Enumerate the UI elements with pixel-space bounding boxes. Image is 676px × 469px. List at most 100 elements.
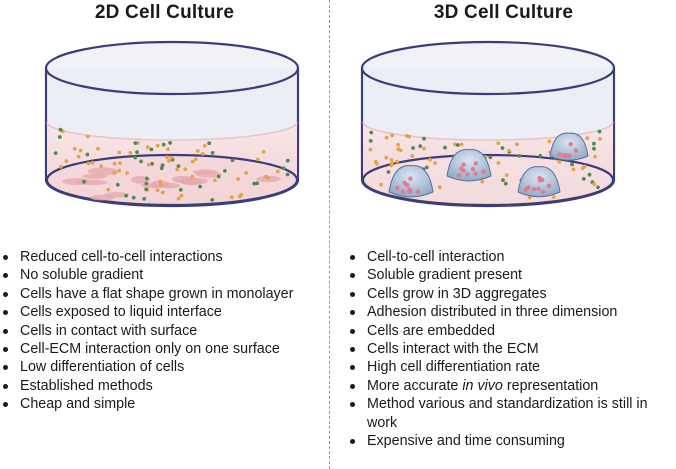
list-item: Cells interact with the ECM — [349, 340, 676, 358]
molecule-dot — [76, 154, 81, 159]
list-item: Cheap and simple — [2, 395, 332, 413]
molecule-dot — [198, 184, 203, 189]
molecule-dot — [276, 169, 280, 174]
molecule-dot — [78, 148, 83, 153]
list-item: Cell-to-cell interaction — [349, 248, 676, 266]
molecule-dot — [169, 155, 174, 160]
spheroid — [446, 149, 492, 182]
molecule-dot — [175, 167, 180, 172]
molecule-dot — [266, 176, 270, 180]
molecule-dot — [99, 164, 104, 169]
molecule-dot — [424, 165, 429, 170]
molecule-dot — [496, 141, 501, 146]
list-item: Cells exposed to liquid interface — [2, 303, 332, 321]
molecule-dot — [155, 143, 160, 148]
molecule-dot — [144, 181, 149, 186]
molecule-dot — [135, 150, 139, 154]
molecule-dot — [433, 161, 437, 166]
molecule-dot — [210, 198, 215, 202]
spheroid — [517, 166, 561, 198]
molecule-dot — [86, 161, 91, 166]
molecule-dot — [190, 159, 195, 164]
list-item: Cells in contact with surface — [2, 322, 332, 340]
molecule-dot — [500, 146, 505, 150]
molecule-dot — [82, 179, 86, 184]
molecule-dot — [244, 171, 249, 175]
molecule-dot — [389, 158, 394, 162]
molecule-dot — [411, 146, 415, 150]
molecule-dot — [256, 157, 260, 162]
molecule-dot — [230, 195, 234, 200]
molecule-dot — [213, 178, 217, 183]
molecule-dot — [150, 161, 154, 166]
molecule-dot — [178, 187, 183, 192]
molecule-dot — [90, 160, 95, 165]
list-item: No soluble gradient — [2, 266, 332, 284]
molecule-dot — [96, 146, 100, 151]
molecule-dot — [115, 182, 120, 187]
list-item: Cell-ECM interaction only on one surface — [2, 340, 332, 358]
molecule-dot — [459, 142, 464, 147]
molecule-dot — [117, 168, 122, 173]
molecule-dot — [281, 166, 286, 171]
molecule-dot — [179, 193, 184, 198]
petri-dish-3d-icon — [360, 40, 616, 208]
list-item: Low differentiation of cells — [2, 358, 332, 376]
list-item: Cells have a flat shape grown in monolay… — [2, 285, 332, 303]
molecule-dot — [285, 158, 290, 163]
molecule-dot — [598, 137, 602, 141]
molecule-dot — [200, 152, 205, 156]
molecule-dot — [480, 179, 485, 184]
molecule-dot — [64, 159, 69, 164]
molecule-dot — [176, 164, 181, 169]
molecule-dot — [145, 176, 149, 181]
molecule-dot — [504, 173, 509, 178]
spheroid — [549, 132, 589, 161]
molecule-dot — [496, 161, 501, 165]
molecule-dot — [223, 169, 227, 173]
molecule-dot — [395, 159, 399, 164]
molecule-dot — [443, 145, 447, 150]
molecule-dot — [597, 129, 602, 134]
flat-cell — [104, 192, 129, 198]
list-item: High cell differentiation rate — [349, 358, 676, 376]
molecule-dot — [112, 161, 117, 166]
molecule-dot — [124, 193, 128, 198]
molecule-dot — [501, 178, 505, 183]
molecule-dot — [255, 181, 259, 186]
molecule-dot — [587, 172, 592, 177]
molecule-dot — [571, 167, 576, 172]
molecule-dot — [396, 142, 400, 147]
molecule-dot — [396, 147, 401, 152]
molecule-dot — [176, 196, 181, 201]
molecule-dot — [86, 134, 90, 139]
molecule-dot — [58, 165, 63, 169]
molecule-dot — [164, 155, 169, 160]
list-item: Method various and standardization is st… — [349, 395, 676, 432]
molecule-dot — [592, 146, 596, 151]
list-item: Established methods — [2, 377, 332, 395]
molecule-dot — [160, 163, 165, 168]
molecule-dot — [133, 141, 138, 145]
molecule-dot — [166, 147, 170, 151]
molecule-dot — [261, 150, 266, 154]
molecule-dot — [207, 141, 212, 146]
molecule-dot — [410, 154, 415, 158]
flat-cell — [179, 177, 209, 185]
molecule-dot — [149, 147, 154, 152]
molecule-dot — [216, 174, 221, 179]
panel-2d: 2D Cell Culture Reduced cell-to-cell int… — [0, 0, 329, 469]
molecule-dot — [285, 172, 290, 177]
molecule-dot — [437, 185, 442, 190]
molecule-dot — [384, 135, 389, 140]
molecule-dot — [404, 134, 409, 138]
panel-3d: 3D Cell Culture Cell-to-cell interaction… — [331, 0, 676, 469]
list-item: Cells are embedded — [349, 322, 676, 340]
molecule-dot — [580, 166, 585, 171]
molecule-dot — [125, 171, 129, 175]
molecule-dot — [596, 185, 600, 190]
molecule-dot — [85, 152, 90, 157]
molecule-dot — [515, 142, 519, 147]
